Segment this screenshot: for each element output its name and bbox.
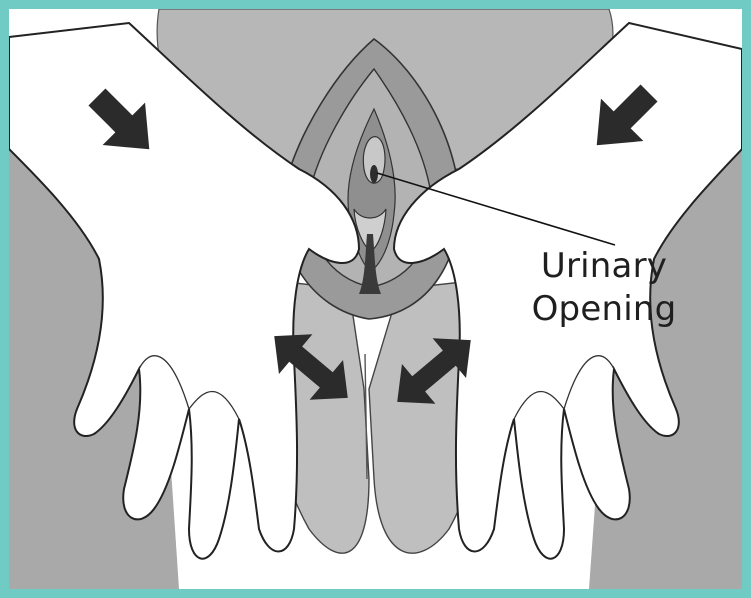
urinary-opening xyxy=(370,165,378,183)
label-line-2: Opening xyxy=(519,288,689,331)
urinary-opening-label: Urinary Opening xyxy=(519,245,689,331)
label-line-1: Urinary xyxy=(519,245,689,288)
